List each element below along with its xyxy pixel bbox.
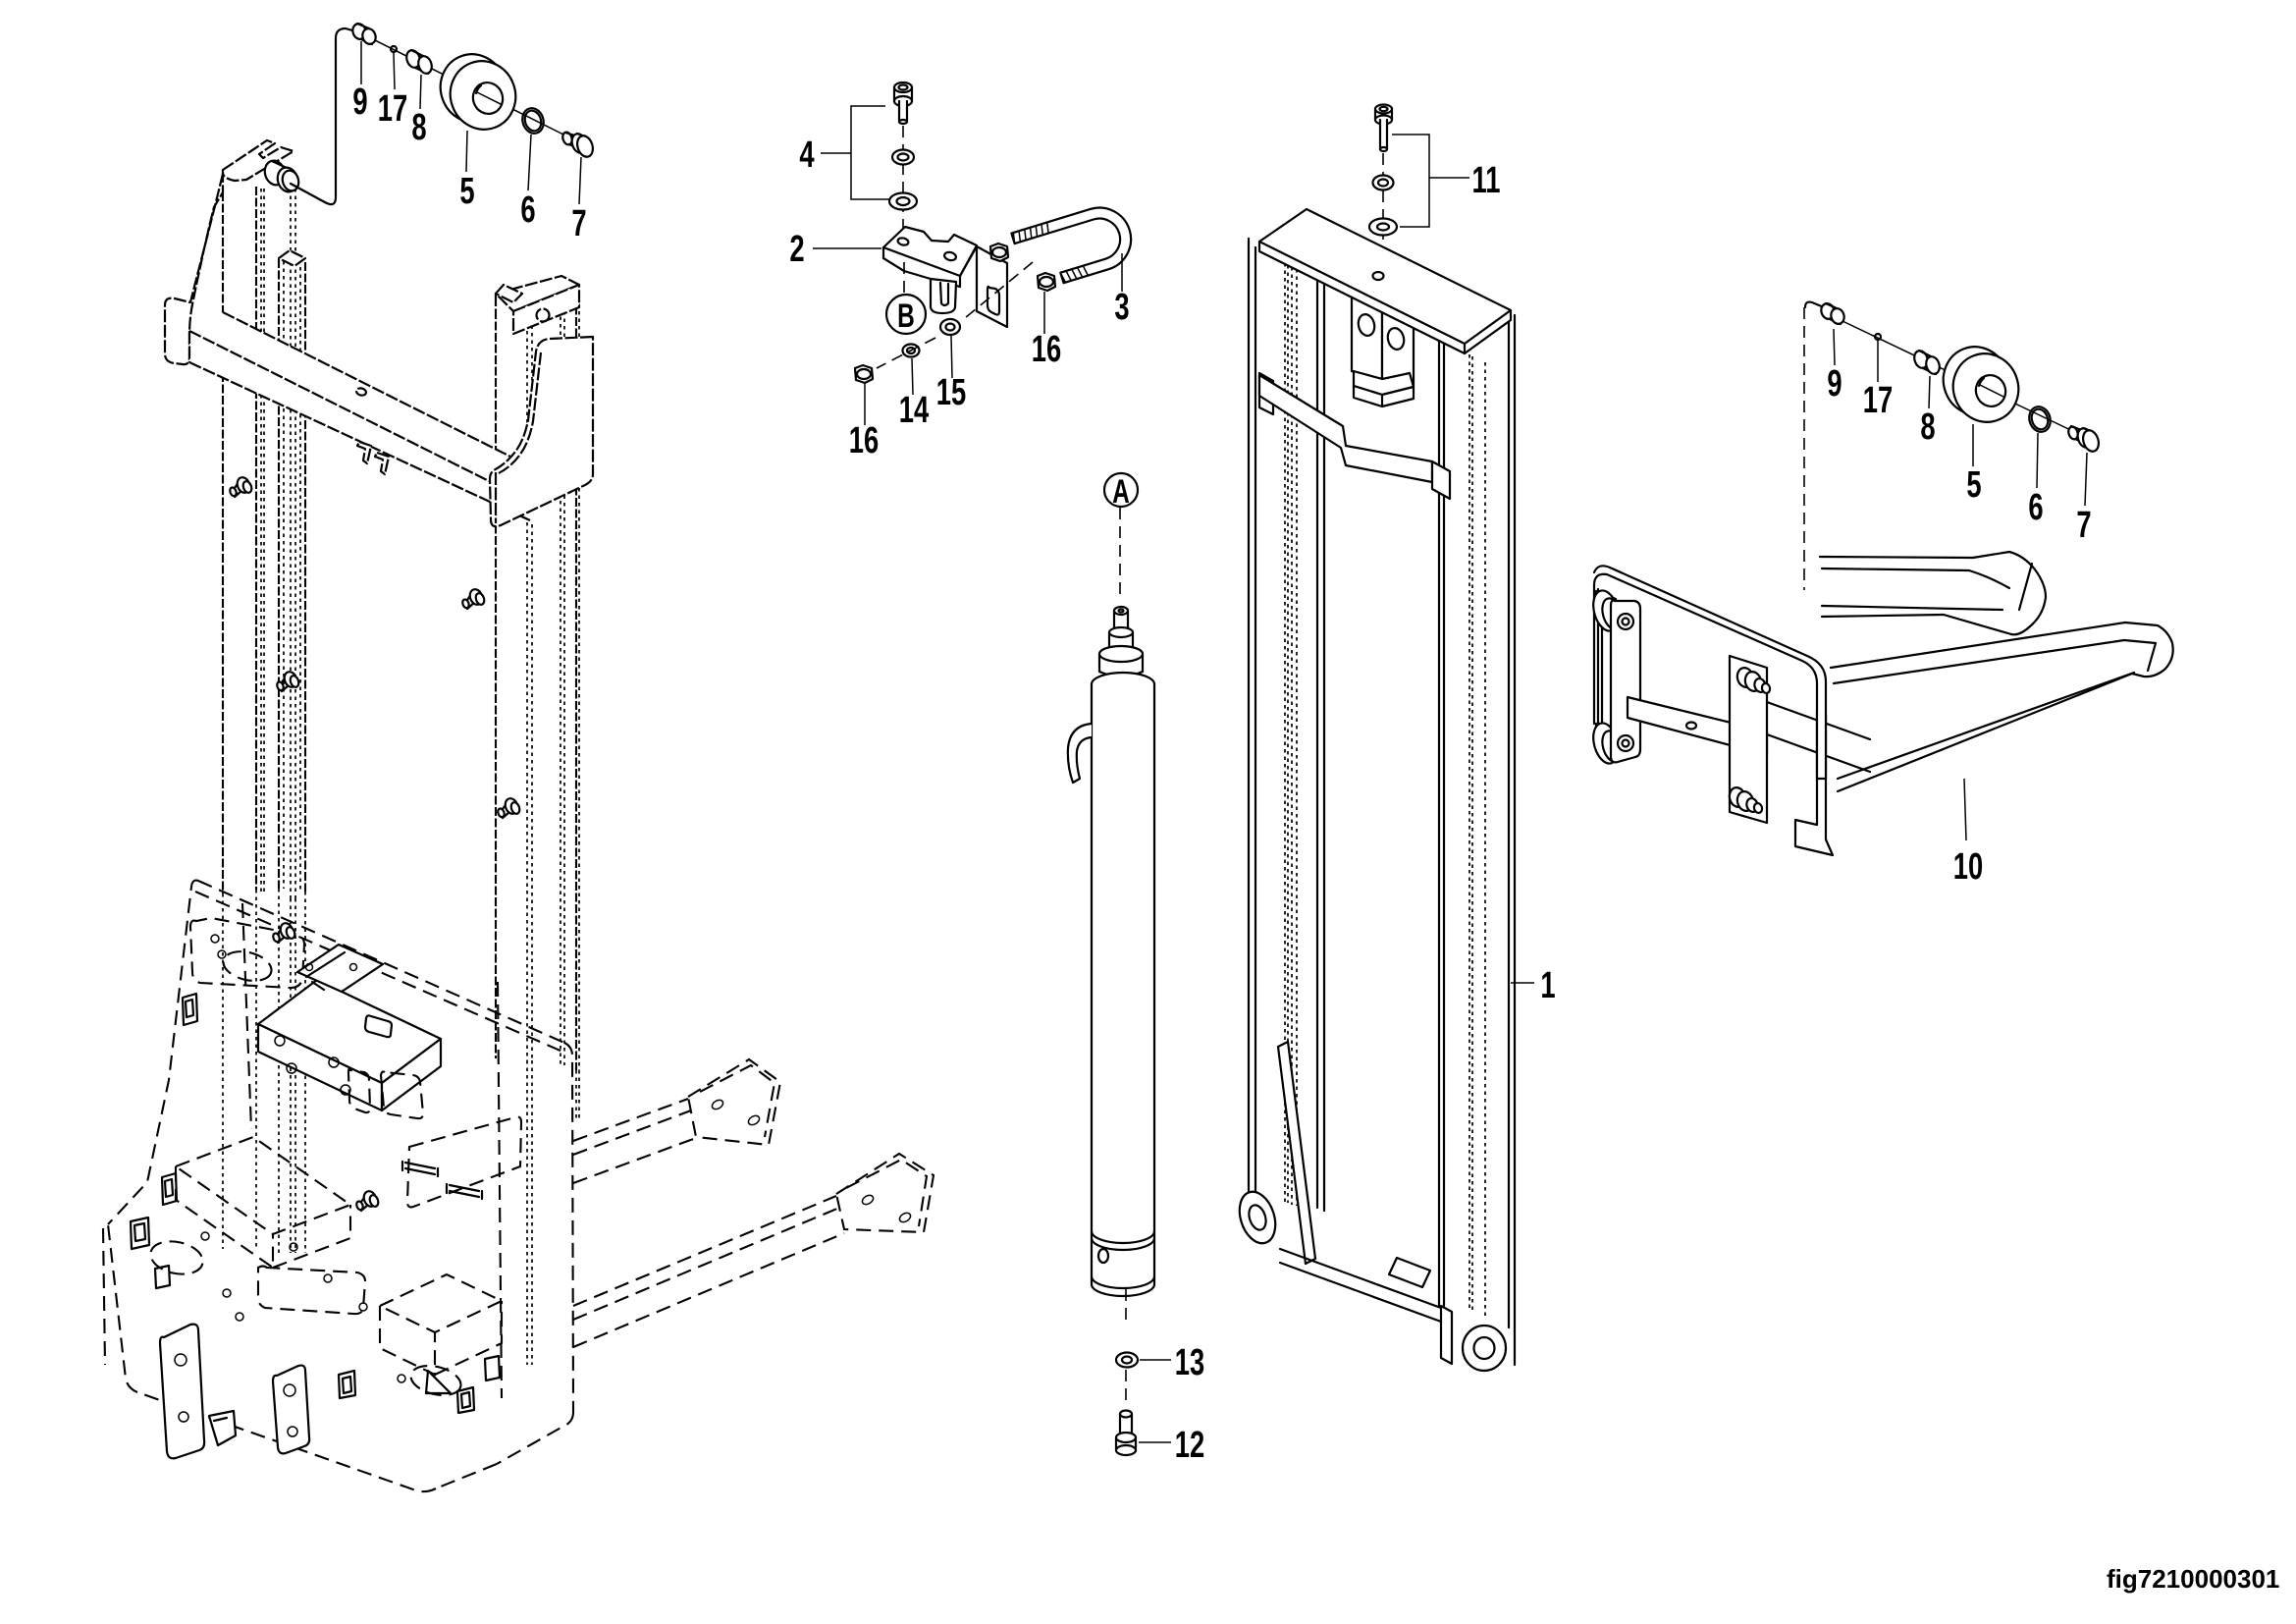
svg-text:fig7210000301: fig7210000301 [2107, 1564, 2279, 1594]
svg-text:A: A [1112, 473, 1130, 511]
svg-text:2: 2 [789, 229, 804, 270]
svg-text:4: 4 [799, 135, 815, 176]
svg-text:7: 7 [2076, 505, 2091, 546]
svg-text:9: 9 [352, 81, 367, 123]
svg-text:8: 8 [1920, 406, 1935, 448]
svg-text:3: 3 [1114, 287, 1129, 328]
svg-text:16: 16 [1032, 329, 1061, 370]
svg-text:9: 9 [1827, 363, 1842, 405]
svg-text:12: 12 [1175, 1425, 1204, 1466]
svg-text:1: 1 [1540, 965, 1555, 1006]
svg-text:16: 16 [849, 420, 879, 461]
svg-text:17: 17 [378, 88, 407, 130]
svg-text:15: 15 [936, 372, 966, 413]
svg-text:B: B [897, 298, 915, 335]
svg-text:6: 6 [520, 189, 535, 231]
svg-text:14: 14 [899, 390, 930, 431]
svg-text:5: 5 [459, 171, 474, 212]
svg-text:6: 6 [2028, 487, 2043, 528]
svg-text:11: 11 [1472, 160, 1501, 201]
svg-text:17: 17 [1863, 380, 1893, 421]
svg-text:7: 7 [571, 203, 586, 244]
svg-text:13: 13 [1175, 1342, 1204, 1383]
svg-text:10: 10 [1953, 846, 1983, 888]
svg-text:8: 8 [411, 107, 426, 148]
svg-text:5: 5 [1966, 464, 1981, 506]
